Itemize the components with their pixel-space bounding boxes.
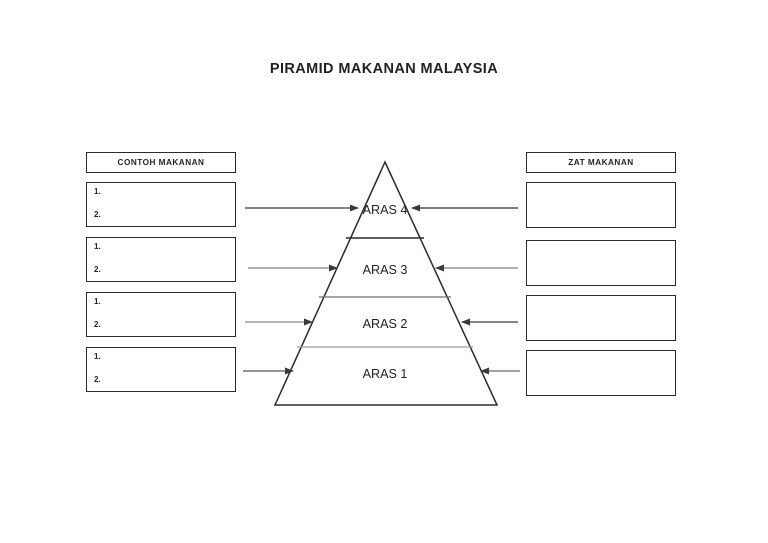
list-item-number: 2. [94, 375, 101, 384]
column-header-label: CONTOH MAKANAN [117, 158, 205, 167]
list-item-number: 1. [94, 297, 101, 306]
pyramid-level-label-2: ARAS 2 [363, 317, 408, 331]
zat-makanan-box-3[interactable] [526, 295, 676, 341]
pyramid-level-label-3: ARAS 3 [363, 263, 408, 277]
pyramid-level-label-1: ARAS 1 [363, 367, 408, 381]
column-header-label: ZAT MAKANAN [568, 158, 634, 167]
food-pyramid-diagram: ARAS 4 ARAS 3 ARAS 2 ARAS 1 [273, 160, 499, 406]
list-item-number: 1. [94, 187, 101, 196]
column-header-zat-makanan: ZAT MAKANAN [526, 152, 676, 173]
page-title: PIRAMID MAKANAN MALAYSIA [269, 61, 499, 77]
pyramid-outline [273, 160, 499, 406]
column-header-contoh-makanan: CONTOH MAKANAN [86, 152, 236, 173]
contoh-makanan-box-2[interactable]: 1. 2. [86, 237, 236, 282]
pyramid-level-label-4: ARAS 4 [363, 203, 408, 217]
list-item-number: 2. [94, 320, 101, 329]
list-item-number: 1. [94, 242, 101, 251]
contoh-makanan-box-3[interactable]: 1. 2. [86, 292, 236, 337]
contoh-makanan-box-1[interactable]: 1. 2. [86, 182, 236, 227]
zat-makanan-box-2[interactable] [526, 240, 676, 286]
list-item-number: 2. [94, 265, 101, 274]
zat-makanan-box-4[interactable] [526, 350, 676, 396]
contoh-makanan-box-4[interactable]: 1. 2. [86, 347, 236, 392]
list-item-number: 1. [94, 352, 101, 361]
list-item-number: 2. [94, 210, 101, 219]
zat-makanan-box-1[interactable] [526, 182, 676, 228]
